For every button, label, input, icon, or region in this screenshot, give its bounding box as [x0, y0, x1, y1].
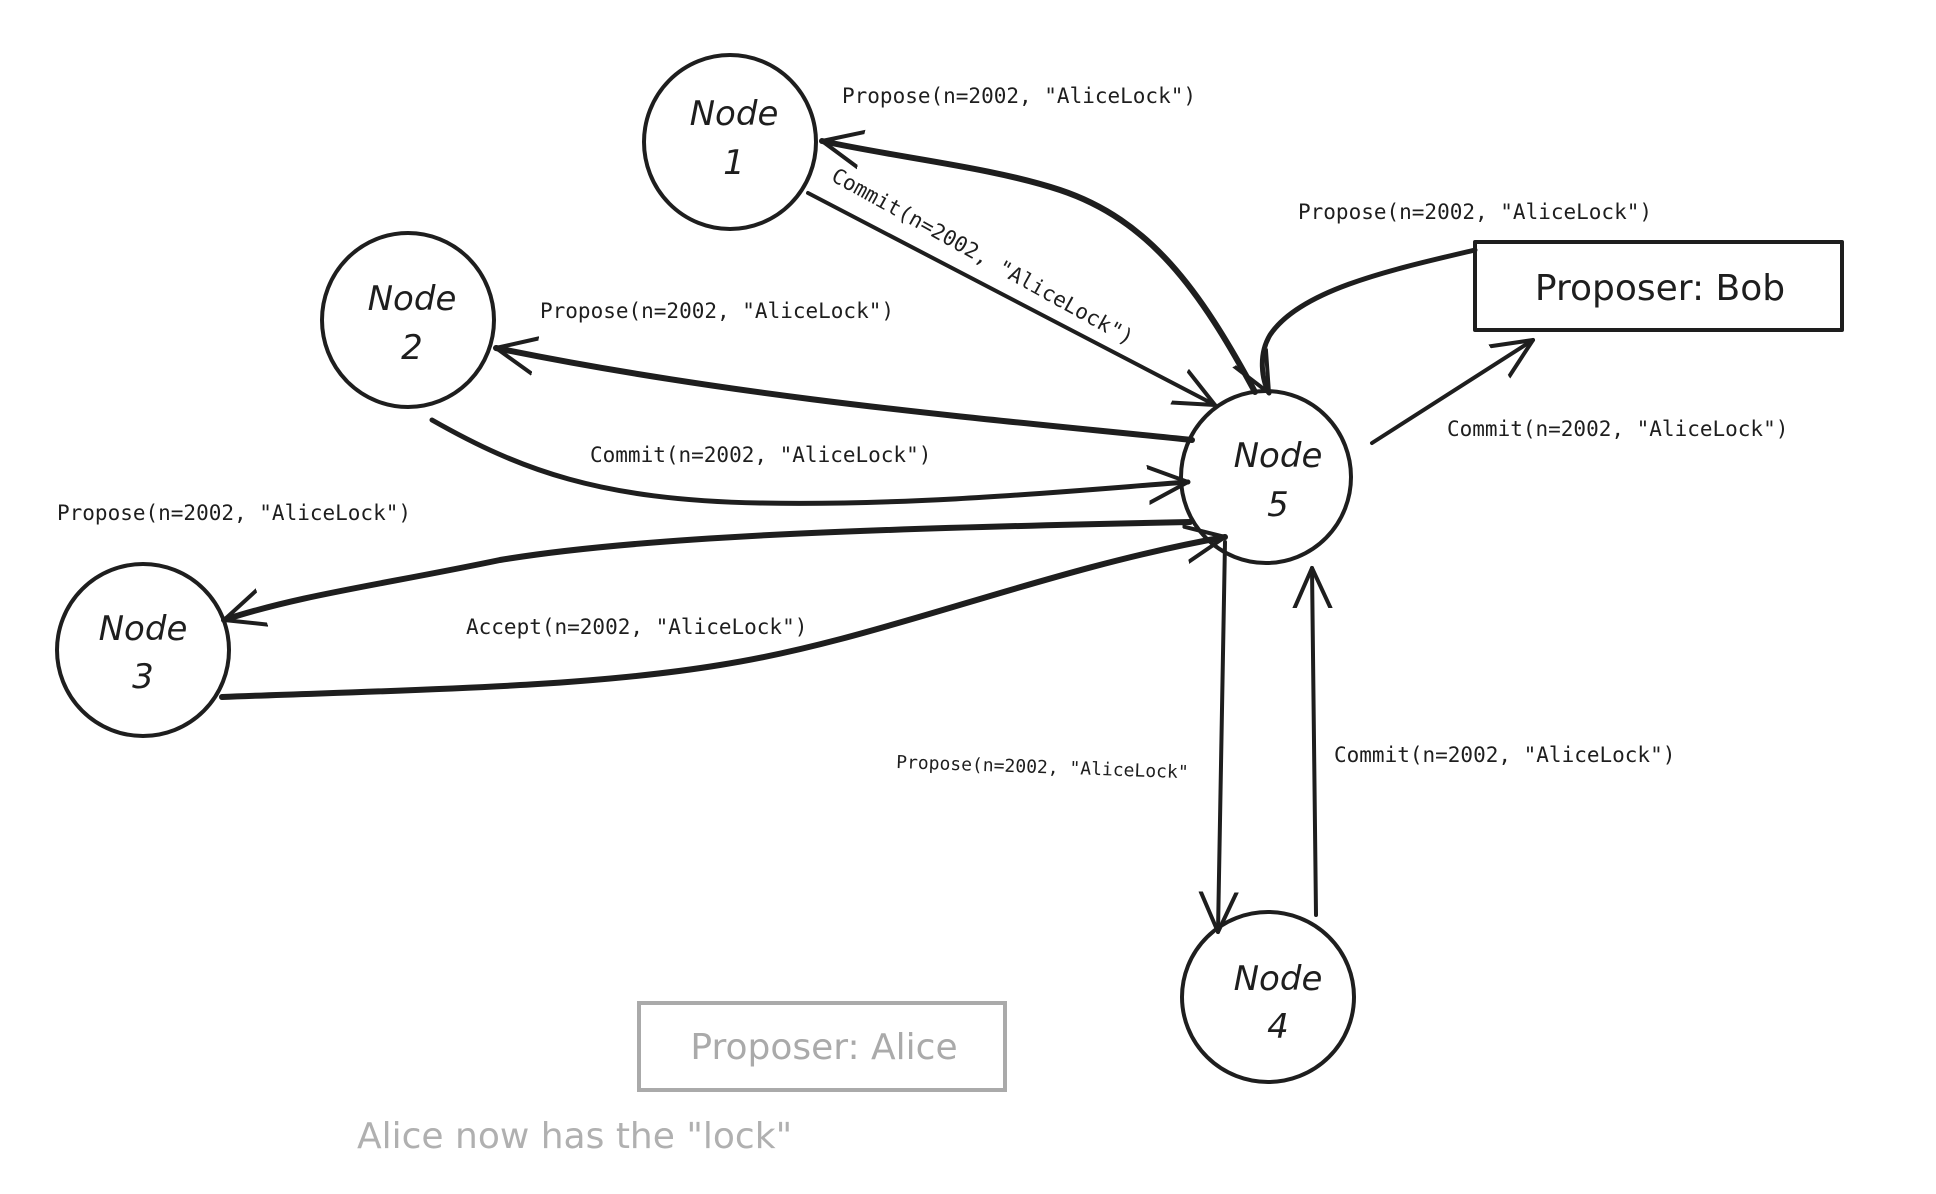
node-2-label-line1: Node — [368, 279, 457, 319]
edge-accept-node3-node5[interactable] — [219, 537, 1228, 700]
proposer-alice-label: Proposer: Alice — [690, 1027, 957, 1068]
proposer-bob-rect — [1473, 240, 1844, 332]
proposer-bob-box[interactable]: Proposer: Bob — [1473, 240, 1844, 332]
node-1-label-line2: 1 — [723, 143, 745, 183]
node-5-circle — [1179, 389, 1353, 565]
node-2[interactable]: Node 2 — [320, 231, 496, 409]
node-4-label-line1: Node — [1234, 959, 1323, 999]
node-2-label-line2: 2 — [401, 328, 423, 368]
edge-propose-node5-node2[interactable] — [493, 348, 1195, 443]
label-propose-bob: Propose(n=2002, "AliceLock") — [1298, 200, 1652, 224]
node-4-circle — [1180, 910, 1356, 1084]
edge-commit-node4-node5[interactable] — [1312, 566, 1316, 917]
edge-propose-node5-node4[interactable] — [1218, 540, 1225, 934]
label-propose-node4: Propose(n=2002, "AliceLock" — [896, 752, 1189, 783]
label-commit-node4: Commit(n=2002, "AliceLock") — [1334, 743, 1675, 767]
node-1[interactable]: Node 1 — [642, 53, 818, 231]
label-propose-node2: Propose(n=2002, "AliceLock") — [540, 299, 894, 323]
label-propose-node3: Propose(n=2002, "AliceLock") — [57, 501, 411, 525]
node-5[interactable]: Node 5 — [1179, 389, 1353, 565]
node-5-label-line1: Node — [1234, 436, 1323, 476]
edge-propose-bob-node5[interactable] — [1262, 247, 1478, 396]
edge-commit-node1-node5[interactable] — [806, 191, 1217, 407]
label-propose-node1: Propose(n=2002, "AliceLock") — [842, 84, 1196, 108]
node-2-circle — [320, 231, 496, 409]
edge-propose-node5-node1[interactable] — [819, 141, 1258, 395]
node-1-label-line1: Node — [690, 94, 779, 134]
node-4-label-line2: 4 — [1267, 1007, 1289, 1047]
edge-propose-node5-node3[interactable] — [221, 519, 1193, 620]
label-commit-node2: Commit(n=2002, "AliceLock") — [590, 443, 931, 467]
node-3[interactable]: Node 3 — [55, 562, 231, 738]
node-3-label-line2: 3 — [132, 657, 154, 697]
proposer-alice-box[interactable]: Proposer: Alice — [637, 1001, 1007, 1092]
node-3-label-line1: Node — [99, 609, 188, 649]
edge-commit-node2-node5[interactable] — [429, 417, 1191, 506]
node-3-circle — [55, 562, 231, 738]
label-accept-node3: Accept(n=2002, "AliceLock") — [466, 615, 807, 639]
annotation-alice-lock: Alice now has the "lock" — [357, 1116, 792, 1157]
proposer-bob-label: Proposer: Bob — [1535, 268, 1785, 309]
proposer-alice-rect — [637, 1001, 1007, 1092]
label-commit-bob: Commit(n=2002, "AliceLock") — [1447, 417, 1788, 441]
node-5-label-line2: 5 — [1267, 485, 1289, 525]
edge-commit-node5-bob[interactable] — [1370, 338, 1535, 445]
node-4[interactable]: Node 4 — [1180, 910, 1356, 1084]
node-1-circle — [642, 53, 818, 231]
